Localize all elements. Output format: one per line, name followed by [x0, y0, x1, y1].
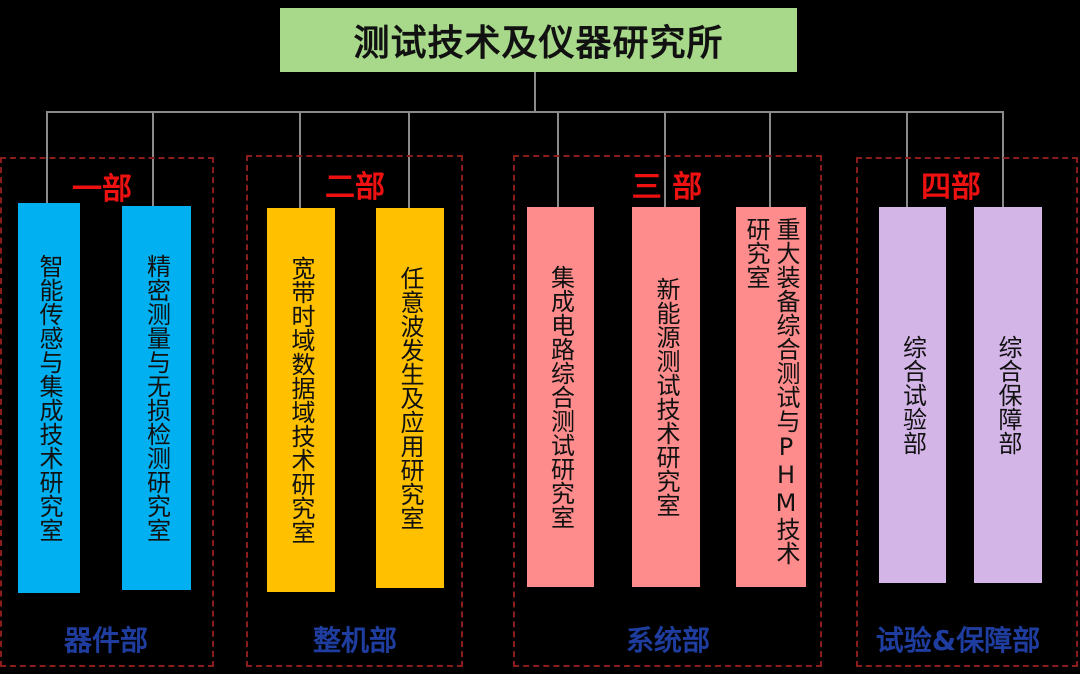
- unit-label: 宽带时域数据域技术研究室: [287, 256, 315, 544]
- unit-box: 综合试验部: [879, 207, 946, 583]
- dept-label-2: 二部: [325, 170, 385, 205]
- dept-bottom-label-2: 整机部: [312, 624, 398, 657]
- unit-box: 重大装备综合测试与PHM技术研究室: [736, 207, 806, 587]
- unit-label: 重大装备综合测试与PHM技术研究室: [742, 217, 800, 565]
- dept-group-3: [513, 155, 822, 667]
- unit-label: 精密测量与无损检测研究室: [142, 254, 171, 542]
- unit-label: 集成电路综合测试研究室: [546, 265, 575, 529]
- connector-bus: [46, 111, 1004, 113]
- dept-label-1: 一部: [72, 172, 132, 207]
- connector-drop: [557, 111, 559, 207]
- unit-label: 综合试验部: [898, 335, 927, 455]
- unit-box: 智能传感与集成技术研究室: [18, 203, 80, 593]
- unit-box: 精密测量与无损检测研究室: [122, 206, 191, 590]
- dept-group-2: [246, 155, 463, 667]
- unit-label: 任意波发生及应用研究室: [396, 266, 424, 530]
- connector-drop: [1002, 111, 1004, 207]
- unit-box: 新能源测试技术研究室: [632, 207, 700, 587]
- dept-group-1: [0, 157, 214, 667]
- connector-drop: [906, 111, 908, 207]
- unit-box: 任意波发生及应用研究室: [376, 208, 444, 588]
- unit-box: 宽带时域数据域技术研究室: [267, 208, 335, 592]
- dept-label-3: 三 部: [631, 170, 703, 205]
- unit-box: 集成电路综合测试研究室: [527, 207, 594, 587]
- dept-bottom-label-3: 系统部: [625, 624, 711, 657]
- unit-label: 综合保障部: [994, 335, 1022, 455]
- unit-label: 智能传感与集成技术研究室: [35, 254, 63, 542]
- dept-bottom-label-1: 器件部: [63, 624, 149, 657]
- connector-trunk: [534, 72, 536, 112]
- dept-bottom-label-4: 试验&保障部: [875, 624, 1041, 657]
- connector-drop: [408, 111, 410, 208]
- institute-title: 测试技术及仪器研究所: [280, 8, 797, 72]
- unit-label: 新能源测试技术研究室: [652, 277, 680, 517]
- connector-drop: [664, 111, 666, 207]
- unit-box: 综合保障部: [974, 207, 1042, 583]
- dept-group-4: [856, 157, 1078, 667]
- connector-drop: [299, 111, 301, 208]
- connector-drop: [769, 111, 771, 207]
- dept-label-4: 四部: [921, 170, 981, 205]
